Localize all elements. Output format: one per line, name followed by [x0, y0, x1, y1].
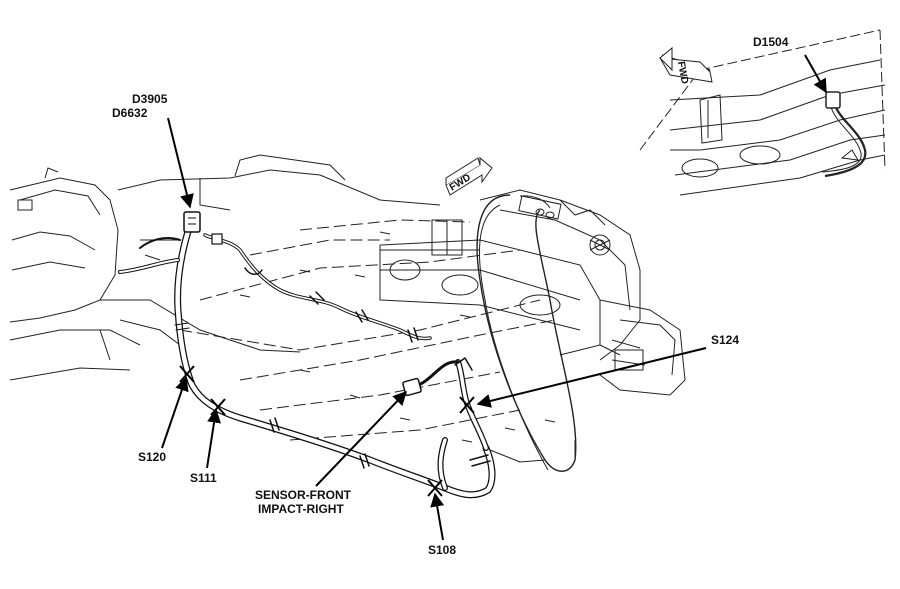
splice-markers: [179, 365, 475, 497]
fwd-arrow-main-icon: FWD: [445, 156, 493, 196]
label-s111: S111: [190, 471, 217, 485]
label-d1504: D1504: [753, 35, 789, 49]
connector-left-small-icon: [211, 233, 223, 245]
label-d6632: D6632: [112, 106, 148, 120]
leader-d3905-arrow: [167, 117, 194, 209]
label-d3905: D3905: [132, 92, 168, 106]
inset-view: [639, 29, 886, 196]
vehicle-structure: [9, 154, 686, 472]
leader-s120-arrow: [161, 376, 189, 449]
label-sensor-line1: SENSOR-FRONT: [255, 488, 351, 502]
leader-lines: [161, 54, 827, 541]
label-sensor-line2: IMPACT-RIGHT: [258, 502, 344, 516]
connector-sensor-front-impact-right-icon: [402, 377, 422, 397]
label-s124: S124: [711, 333, 740, 347]
fwd-arrow-inset-icon: FWD: [659, 46, 713, 85]
label-s120: S120: [138, 450, 167, 464]
splice-s124-icon: [459, 396, 475, 414]
wiring-harness: [118, 221, 496, 499]
leader-s111-arrow: [206, 408, 221, 469]
leader-sensor-arrow: [315, 390, 407, 487]
connector-d3905-icon: [183, 211, 201, 233]
leader-s124-arrow: [476, 347, 707, 408]
label-s108: S108: [428, 543, 457, 557]
leader-s108-arrow: [430, 492, 445, 541]
leader-d1504-arrow: [804, 54, 827, 94]
fwd-inset-label: FWD: [675, 61, 690, 85]
